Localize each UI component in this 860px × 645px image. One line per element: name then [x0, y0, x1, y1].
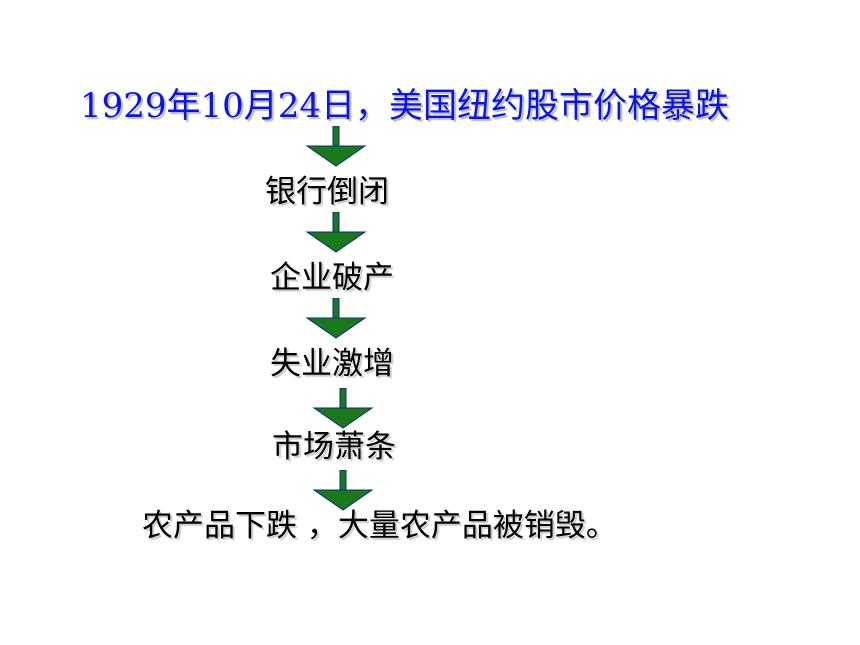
step-agricultural-collapse: 农产品下跌 ，大量农产品被销毁。	[142, 508, 617, 544]
down-arrow-icon	[312, 388, 374, 429]
step-market-depression: 市场萧条	[272, 429, 396, 465]
down-arrow-icon	[305, 126, 367, 167]
down-arrow-icon	[305, 212, 367, 253]
step-business-bankruptcy: 企业破产	[270, 260, 394, 296]
down-arrow-icon	[305, 298, 367, 339]
step-bank-failure: 银行倒闭	[265, 174, 389, 210]
down-arrow-icon	[312, 470, 374, 511]
step-unemployment-surge: 失业激增	[270, 346, 394, 382]
diagram-title: 1929年10月24日，美国纽约股市价格暴跌	[80, 86, 730, 126]
